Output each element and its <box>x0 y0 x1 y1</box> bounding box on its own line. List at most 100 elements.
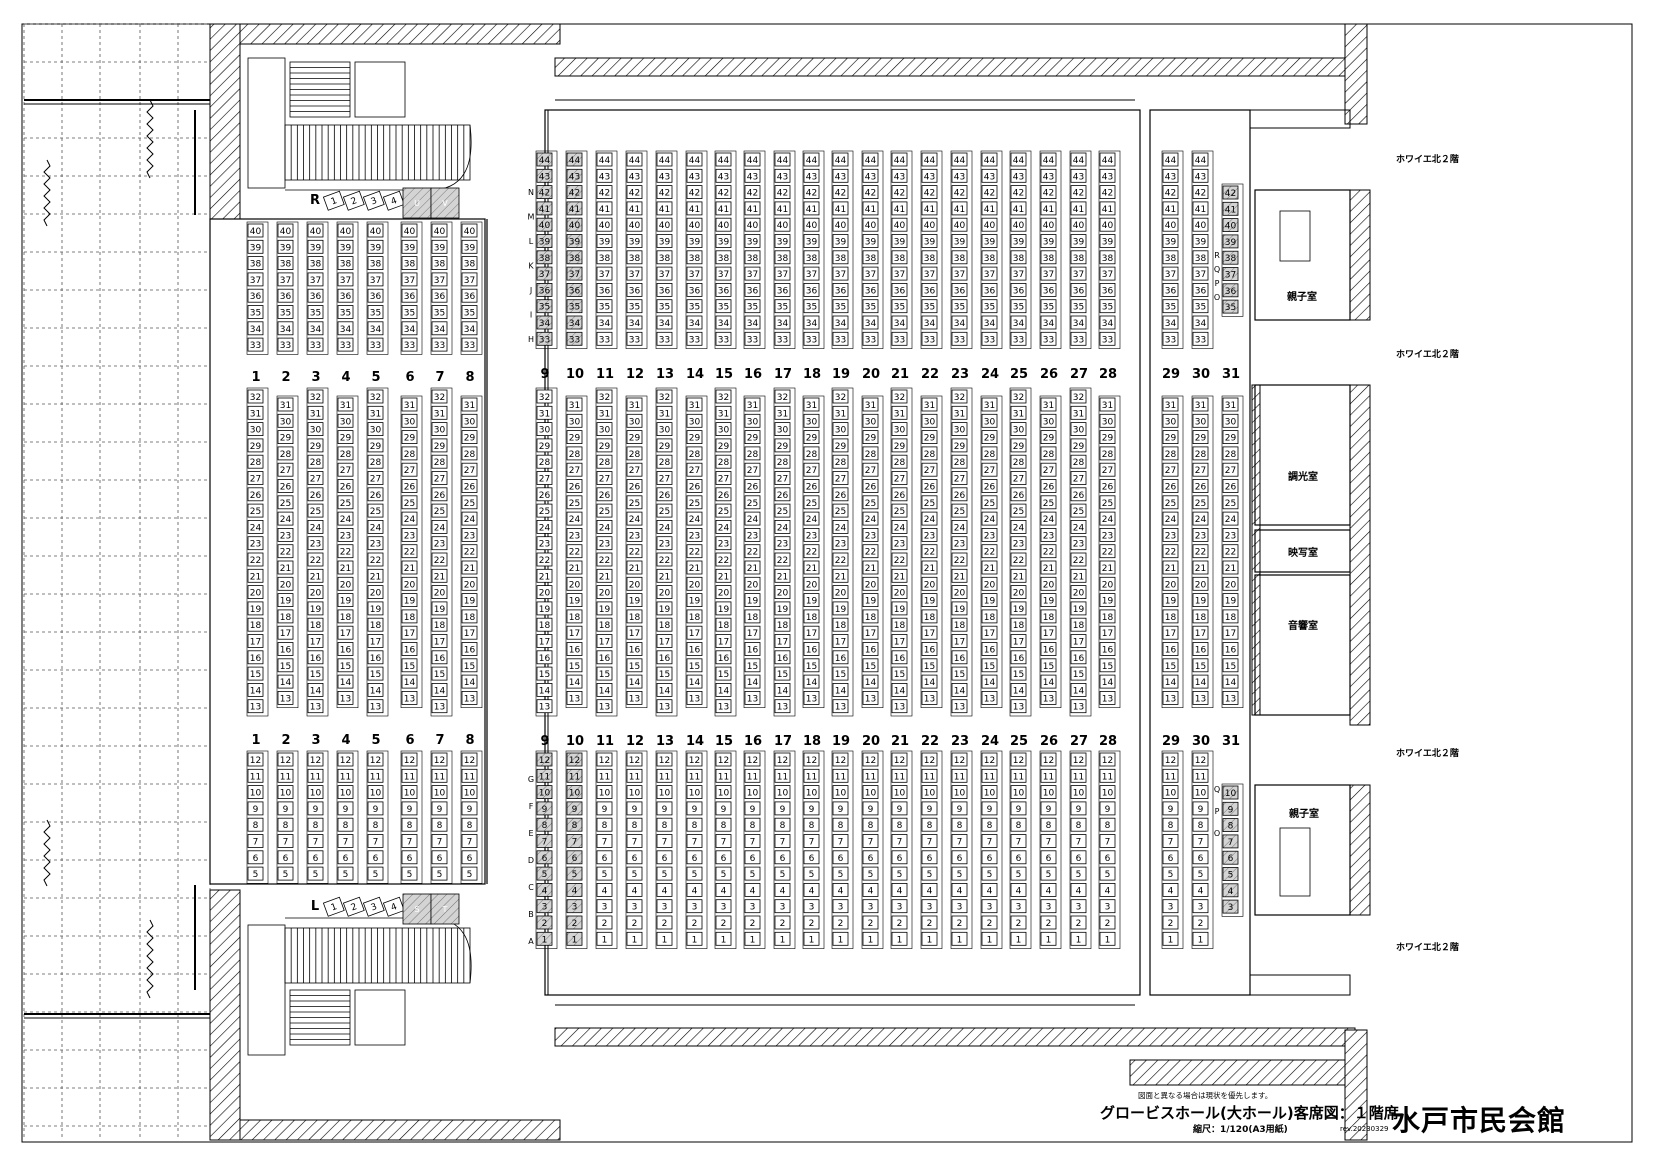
seat-number: 21 <box>954 572 965 582</box>
seat <box>367 520 384 534</box>
column-number: 20 <box>862 367 880 382</box>
seat-number: 19 <box>310 605 322 615</box>
seat-number: 25 <box>539 507 550 517</box>
seat-number: 15 <box>1225 662 1236 672</box>
seat-number: 8 <box>602 821 608 831</box>
seat-number: 38 <box>370 260 382 270</box>
seat-number: 28 <box>599 458 611 468</box>
seat-number: 30 <box>1225 417 1237 427</box>
seat-number: 36 <box>370 292 382 302</box>
seat <box>247 520 264 534</box>
seat-number: 18 <box>924 613 936 623</box>
seat-number: 12 <box>569 756 580 766</box>
seat-number: 30 <box>1195 417 1207 427</box>
seat-number: 14 <box>984 678 996 688</box>
seat-number: 31 <box>954 409 965 419</box>
seat-number: 37 <box>777 270 788 280</box>
seat-number: 3 <box>662 903 668 913</box>
column-number: 28 <box>1099 367 1117 382</box>
seat-number: 40 <box>1073 221 1085 231</box>
seat <box>277 866 294 881</box>
seat-number: 28 <box>370 458 382 468</box>
seat-number: 34 <box>404 325 416 335</box>
column-number: 20 <box>862 734 880 749</box>
seat-number: 25 <box>434 507 445 517</box>
seat-number: 11 <box>1013 772 1024 782</box>
seat <box>277 593 294 607</box>
seat-number: 17 <box>599 638 610 648</box>
seat-number: 3 <box>602 903 608 913</box>
seat-number: 4 <box>1168 886 1174 896</box>
seat-number: 30 <box>806 417 818 427</box>
seat-number: 22 <box>599 556 610 566</box>
seat-number: 7 <box>572 838 578 848</box>
seat-number: 36 <box>629 286 641 296</box>
seat-number: 35 <box>1043 303 1054 313</box>
seat <box>367 454 384 469</box>
seat-number: 10 <box>1195 789 1207 799</box>
seat-number: 38 <box>747 254 759 264</box>
seat-number: 24 <box>1165 515 1177 525</box>
seat-number: 10 <box>1043 789 1055 799</box>
seat <box>401 223 418 238</box>
seat-number: 33 <box>1043 335 1054 345</box>
seat-number: 44 <box>835 156 847 166</box>
seat-number: 3 <box>780 903 786 913</box>
seat-number: 28 <box>835 458 847 468</box>
scale-note: 縮尺：1/120(A3用紙) <box>1193 1125 1288 1135</box>
seat-number: 17 <box>984 629 995 639</box>
column-number: 19 <box>832 734 850 749</box>
seat-number: 34 <box>250 325 262 335</box>
seat-number: 17 <box>569 629 580 639</box>
seat-number: 7 <box>721 838 727 848</box>
seat-number: 43 <box>1013 172 1024 182</box>
seat-number: 40 <box>806 221 818 231</box>
seat-number: 21 <box>659 572 670 582</box>
seat-number: 19 <box>340 597 352 607</box>
seat-number: 21 <box>599 572 610 582</box>
seat-number: 43 <box>747 172 758 182</box>
seat-number: 39 <box>1043 238 1055 248</box>
seat <box>277 544 294 559</box>
seat-number: 28 <box>865 450 877 460</box>
seat-number: 3 <box>1076 903 1082 913</box>
seat-number: 6 <box>313 854 319 864</box>
seat-number: 18 <box>865 613 877 623</box>
seat-number: 33 <box>954 335 965 345</box>
seat-number: 6 <box>780 854 786 864</box>
seat-number: 30 <box>1102 417 1114 427</box>
seat-number: 21 <box>250 572 261 582</box>
seat-number: 7 <box>1168 838 1174 848</box>
box-seat: 4 <box>382 190 405 211</box>
seat-number: 35 <box>806 303 817 313</box>
seat-number: 24 <box>370 523 382 533</box>
seat-number: 25 <box>1165 499 1176 509</box>
seat-number: 27 <box>629 466 640 476</box>
seat-number: 19 <box>1195 597 1207 607</box>
seat-number: 25 <box>894 507 905 517</box>
seat-number: 39 <box>280 243 292 253</box>
seat-number: 17 <box>718 638 729 648</box>
seat-number: 34 <box>599 319 611 329</box>
seat-number: 4 <box>572 886 578 896</box>
seat-number: 20 <box>1073 589 1085 599</box>
seat-number: 33 <box>629 335 640 345</box>
seat-number: 9 <box>1076 805 1082 815</box>
seat-number: 35 <box>340 309 351 319</box>
row-letter: O <box>1214 293 1220 302</box>
seat-number: 15 <box>1102 662 1113 672</box>
seat <box>247 817 264 832</box>
seat-number: 22 <box>539 556 550 566</box>
seat-number: 20 <box>1225 580 1237 590</box>
seat-number: 16 <box>1043 646 1055 656</box>
seat-number: 3 <box>721 903 727 913</box>
seat-number: 31 <box>1195 401 1206 411</box>
seat-number: 39 <box>1013 238 1025 248</box>
seat-number: 12 <box>1195 756 1206 766</box>
seat-number: 17 <box>954 638 965 648</box>
